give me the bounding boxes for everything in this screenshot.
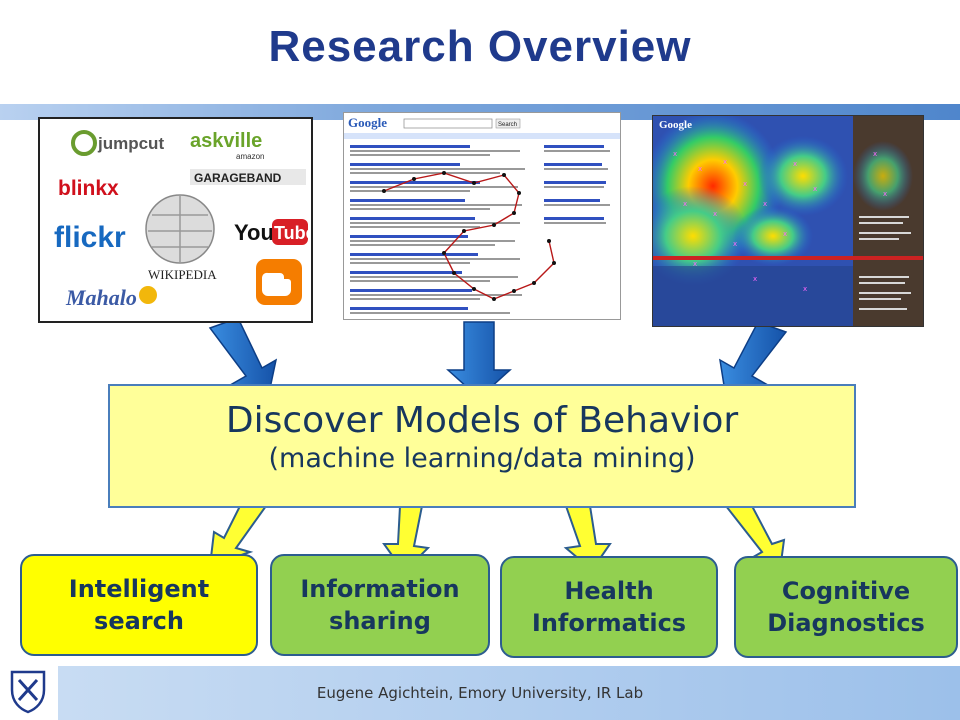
app-label-line2: Informatics: [531, 609, 687, 637]
svg-text:x: x: [793, 160, 797, 168]
emory-shield-icon: [10, 670, 46, 714]
app-label-line1: Information: [300, 575, 460, 603]
jumpcut-logo-text: jumpcut: [97, 134, 164, 153]
askville-amazon-text: amazon: [236, 152, 264, 161]
svg-text:x: x: [803, 285, 807, 293]
heatmap-fixation-marks: x x x x x x x x x x x x x x x x: [673, 150, 887, 293]
svg-text:x: x: [698, 165, 702, 173]
youtube-you-text: You: [234, 220, 274, 245]
svg-text:x: x: [783, 230, 787, 238]
svg-text:x: x: [733, 240, 737, 248]
app-intelligent-search: Intelligent search: [20, 554, 258, 656]
app-label-line2: sharing: [329, 607, 431, 635]
serp-search-box: [403, 118, 493, 129]
app-label-line1: Intelligent: [68, 575, 210, 603]
askville-logo-text: askville: [190, 130, 262, 152]
eye-fixation-points: [382, 171, 556, 301]
youtube-tube-text: Tube: [274, 223, 311, 243]
svg-text:Search: Search: [498, 122, 517, 128]
footer-bar: [58, 666, 960, 720]
svg-text:x: x: [813, 185, 817, 193]
center-box-title: Discover Models of Behavior: [225, 400, 739, 441]
app-label-line1: Health: [564, 577, 654, 605]
garageband-logo-text: GARAGEBAND: [194, 171, 282, 185]
app-label-line2: Diagnostics: [767, 609, 925, 637]
blue-arrow-left: [208, 317, 278, 400]
app-information-sharing: Information sharing: [270, 554, 490, 656]
flickr-logo-text: flickr: [54, 221, 126, 254]
heatmap-art: Google x x x x x x x x x x x x x x x x: [653, 116, 923, 326]
app-label-line2: search: [94, 607, 184, 635]
svg-text:x: x: [743, 180, 747, 188]
eyetracking-heatmap: Google x x x x x x x x x x x x x x x x: [652, 115, 924, 327]
search-results-eyetracking: Google Search: [343, 112, 621, 320]
heatmap-sidebar-text: [859, 216, 911, 310]
serp-art: Google Search: [344, 113, 620, 319]
blinkx-logo-text: blinkx: [58, 177, 119, 200]
svg-text:x: x: [723, 158, 727, 166]
svg-text:x: x: [713, 210, 717, 218]
app-label-line1: Cognitive: [781, 577, 911, 605]
serp-search-button: [495, 118, 521, 129]
discover-models-box: Discover Models of Behavior (machine lea…: [108, 384, 856, 508]
svg-text:x: x: [873, 150, 877, 158]
svg-text:x: x: [683, 200, 687, 208]
youtube-tube-bg: [272, 219, 308, 245]
svg-text:x: x: [753, 275, 757, 283]
center-box-subtitle: (machine learning/data mining): [268, 443, 696, 474]
svg-text:x: x: [763, 200, 767, 208]
svg-text:x: x: [693, 260, 697, 268]
footer-credit: Eugene Agichtein, Emory University, IR L…: [316, 684, 644, 702]
logos-art: jumpcut askville amazon GARAGEBAND blink…: [54, 130, 311, 310]
svg-text:x: x: [673, 150, 677, 158]
serp-result-lines: [350, 145, 610, 314]
svg-text:x: x: [883, 190, 887, 198]
garageband-logo-bg: [190, 169, 306, 185]
slide-title: Research Overview: [268, 22, 692, 71]
mahalo-logo-text: Mahalo: [65, 285, 137, 310]
wikipedia-logo-text: WIKIPEDIA: [148, 267, 217, 282]
jumpcut-logo-icon: [71, 130, 97, 156]
mahalo-flower-icon: [139, 286, 157, 304]
serp-google-logo: Google: [348, 115, 387, 130]
web-logos-collage: jumpcut askville amazon GARAGEBAND blink…: [38, 117, 313, 323]
heatmap-google-logo: Google: [659, 119, 692, 131]
yellow-arrow-4: [723, 505, 786, 572]
